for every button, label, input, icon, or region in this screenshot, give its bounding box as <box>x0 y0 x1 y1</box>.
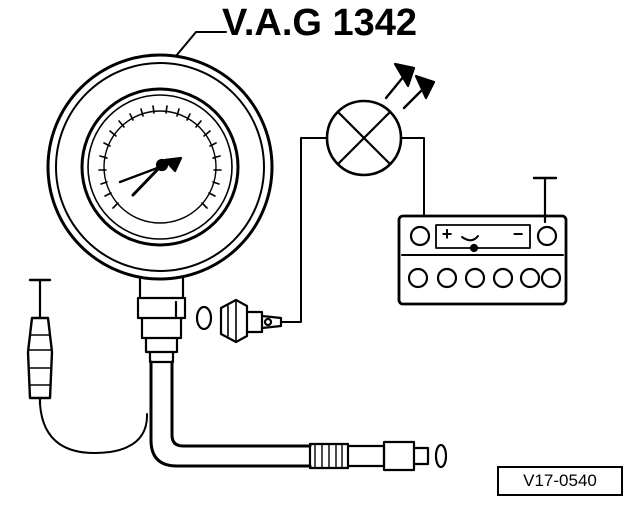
pressure-gauge-icon <box>46 31 448 472</box>
wiring <box>280 137 425 323</box>
battery-negative-label: − <box>513 224 524 244</box>
device-title: V.A.G 1342 <box>222 2 418 44</box>
battery-positive-label: + <box>442 224 453 244</box>
oil-pressure-switch-icon <box>195 298 283 344</box>
battery-icon <box>397 176 568 306</box>
figure-reference: V17-0540 <box>497 466 623 496</box>
test-probe-icon <box>26 278 149 454</box>
test-lamp-icon <box>325 62 436 177</box>
